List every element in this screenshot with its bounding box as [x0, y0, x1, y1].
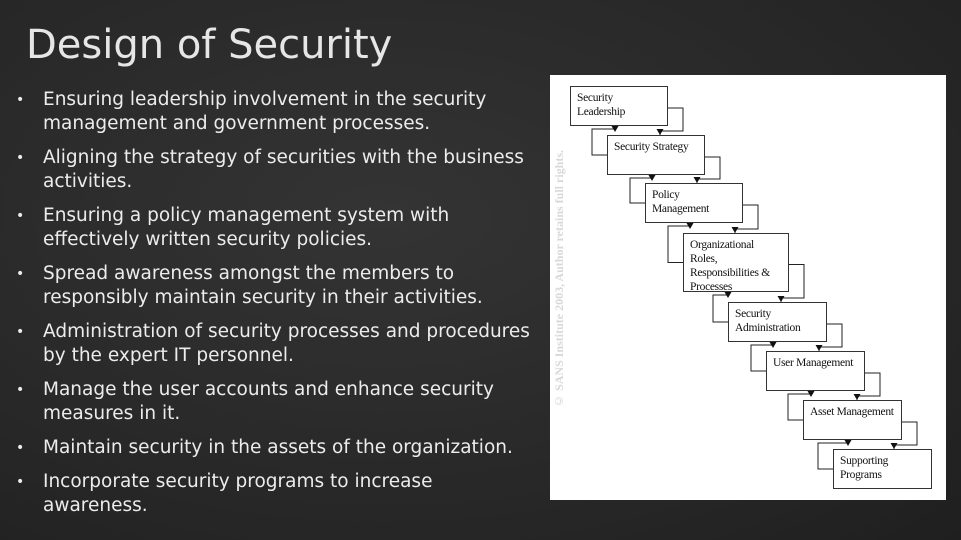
connector-line — [787, 393, 811, 421]
bullet-text: Ensuring a policy management system with… — [43, 205, 450, 250]
step-organizational-roles: Organizational Roles, Responsibilities &… — [683, 233, 789, 293]
bullet-item: • Maintain security in the assets of the … — [16, 436, 541, 460]
bullet-icon: • — [16, 266, 25, 282]
bullet-item: • Ensuring leadership involvement in the … — [16, 88, 541, 136]
step-security-leadership: Security Leadership — [570, 86, 668, 126]
arrowhead-icon — [731, 227, 739, 233]
bullet-icon: • — [16, 208, 25, 224]
bullet-item: • Ensuring a policy management system wit… — [16, 204, 541, 252]
step-asset-management: Asset Management — [803, 400, 902, 440]
bullet-list: • Ensuring leadership involvement in the … — [16, 88, 541, 528]
arrowhead-icon — [777, 296, 785, 302]
security-design-diagram: © SANS Institute 2003, Author retains fu… — [550, 75, 946, 500]
connector-line — [712, 294, 728, 323]
arrowhead-icon — [853, 394, 861, 400]
arrowhead-icon — [769, 342, 777, 348]
bullet-icon: • — [16, 440, 25, 456]
bullet-text: Manage the user accounts and enhance sec… — [43, 379, 494, 424]
connector-line — [817, 442, 848, 470]
bullet-text: Maintain security in the assets of the o… — [43, 437, 513, 458]
arrowhead-icon — [611, 126, 619, 132]
arrowhead-icon — [807, 391, 815, 397]
step-security-strategy: Security Strategy — [607, 135, 705, 175]
bullet-icon: • — [16, 92, 25, 108]
step-user-management: User Management — [766, 351, 865, 391]
arrowhead-icon — [656, 129, 664, 135]
arrowhead-icon — [844, 440, 852, 446]
bullet-text: Spread awareness amongst the members to … — [43, 263, 483, 308]
connector-line — [591, 128, 615, 156]
bullet-item: • Incorporate security programs to increa… — [16, 470, 541, 518]
connector-arrows — [591, 107, 918, 470]
bullet-icon: • — [16, 474, 25, 490]
bullet-item: • Manage the user accounts and enhance se… — [16, 378, 541, 426]
arrowhead-icon — [890, 443, 898, 449]
bullet-text: Incorporate security programs to increas… — [43, 471, 433, 516]
bullet-icon: • — [16, 382, 25, 398]
arrowhead-icon — [648, 175, 656, 181]
connector-line — [667, 225, 690, 263]
arrowhead-icon — [693, 177, 701, 183]
step-supporting-programs: Supporting Programs — [833, 449, 932, 489]
arrowhead-icon — [724, 292, 732, 298]
step-security-administration: Security Administration — [728, 302, 827, 342]
bullet-icon: • — [16, 150, 25, 166]
bullet-item: • Aligning the strategy of securities wit… — [16, 146, 541, 194]
connector-line — [750, 344, 773, 372]
slide-title: Design of Security — [26, 22, 393, 68]
bullet-item: • Administration of security processes an… — [16, 320, 541, 368]
bullet-text: Administration of security processes and… — [43, 321, 530, 366]
bullet-icon: • — [16, 324, 25, 340]
arrowhead-icon — [686, 223, 694, 229]
step-policy-management: Policy Management — [645, 183, 743, 223]
bullet-text: Aligning the strategy of securities with… — [43, 147, 524, 192]
arrowhead-icon — [815, 345, 823, 351]
connector-line — [629, 177, 652, 204]
bullet-text: Ensuring leadership involvement in the s… — [43, 89, 487, 134]
bullet-item: • Spread awareness amongst the members to… — [16, 262, 541, 310]
